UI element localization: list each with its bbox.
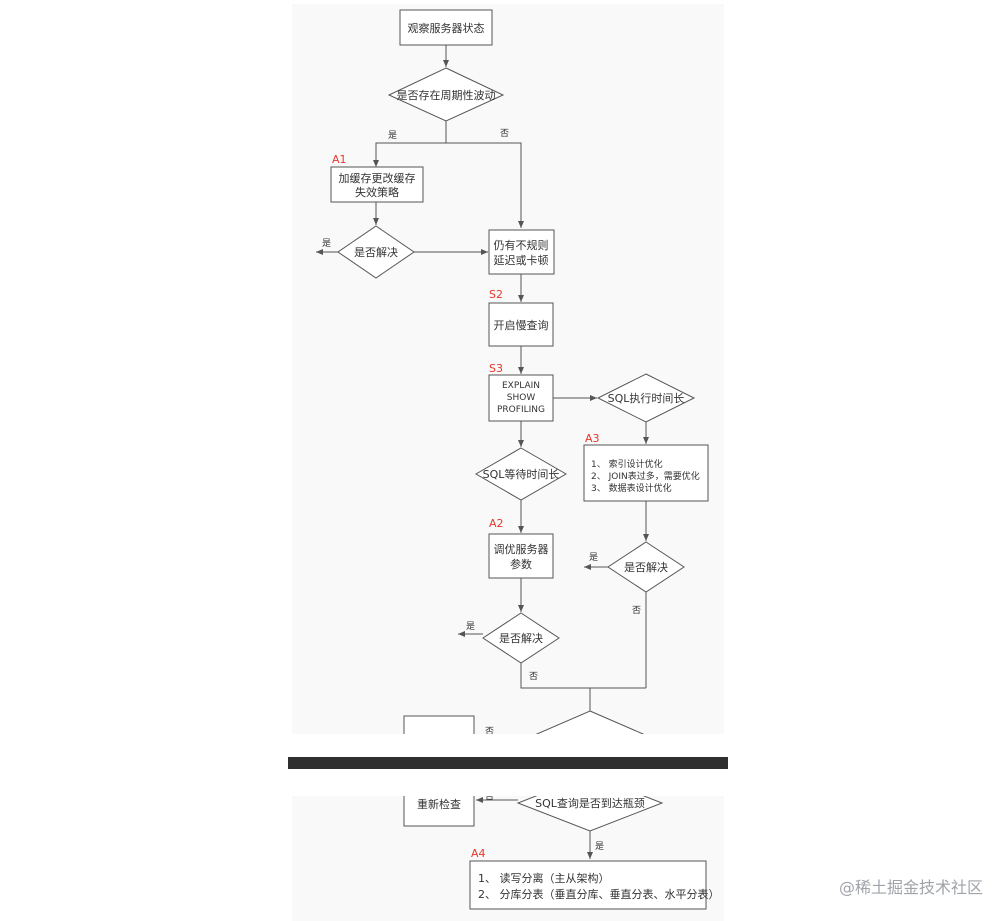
edge-label-no-a3: 否	[632, 605, 641, 616]
node-recheck[interactable]	[403, 780, 475, 827]
decision-sql-wait-text: SQL等待时间长	[483, 467, 560, 481]
page-break-bar	[288, 757, 728, 769]
decision-solved-a2-text: 是否解决	[499, 631, 543, 645]
edge-label-yes-bottleneck: 是	[595, 841, 604, 852]
node-cache-strategy-text-1: 加缓存更改缓存	[339, 171, 416, 185]
edge-label-no-periodic: 否	[500, 128, 509, 139]
edge-solved-a2-no	[520, 663, 646, 689]
node-irregular-text-2: 延迟或卡顿	[494, 253, 549, 267]
decision-bottleneck-top-part	[535, 710, 645, 734]
node-split-strategies[interactable]	[469, 860, 707, 910]
edge-label-no-bottleneck-top: 否	[485, 726, 494, 737]
node-optimization-item-1: 1、 索引设计优化	[591, 458, 663, 470]
edge-periodic-yes	[373, 121, 447, 167]
decision-sql-exec-text: SQL执行时间长	[608, 391, 685, 405]
step-label-s2: S2	[489, 288, 503, 301]
decision-bottleneck-text: SQL查询是否到达瓶颈	[535, 796, 645, 810]
edge-label-yes-a2: 是	[466, 621, 475, 632]
step-label-a1: A1	[332, 153, 347, 166]
node-optimization-item-2: 2、 JOIN表过多，需要优化	[591, 470, 700, 482]
node-explain-text-2: SHOW	[507, 393, 536, 403]
watermark-text: @稀土掘金技术社区	[839, 878, 983, 897]
edge-label-no-a2: 否	[529, 671, 538, 682]
node-recheck-top-part	[403, 715, 475, 734]
decision-solved-a1[interactable]	[337, 225, 415, 279]
node-explain-text-3: PROFILING	[497, 405, 545, 415]
step-label-a2: A2	[489, 517, 504, 530]
node-cache-strategy[interactable]	[330, 166, 424, 203]
edge-label-yes-a3: 是	[589, 552, 598, 563]
edge-label-no-bottleneck: 否	[485, 791, 494, 802]
node-explain-text-1: EXPLAIN	[502, 381, 540, 391]
node-tune-text-2: 参数	[510, 557, 532, 571]
node-optimization-list[interactable]	[583, 444, 709, 502]
node-cache-strategy-text-2: 失效策略	[355, 185, 399, 199]
node-tune-server-params[interactable]	[488, 533, 554, 579]
node-observe-server[interactable]	[399, 9, 493, 46]
step-label-a4: A4	[471, 847, 486, 860]
edge-periodic-no	[446, 142, 524, 228]
edge-label-yes-periodic: 是	[388, 130, 397, 141]
decision-periodic-text: 是否存在周期性波动	[397, 88, 496, 102]
node-tune-text-1: 调优服务器	[494, 543, 549, 556]
node-split-item-1: 1、 读写分离（主从架构）	[478, 871, 610, 885]
diagram-upper-panel	[292, 4, 724, 734]
step-label-a3: A3	[585, 432, 600, 445]
node-observe-server-text: 观察服务器状态	[408, 21, 485, 35]
decision-solved-a3-text: 是否解决	[624, 560, 668, 574]
edge-label-yes-a1: 是	[322, 238, 331, 249]
node-slow-query-text: 开启慢查询	[494, 318, 549, 332]
node-split-item-2: 2、 分库分表（垂直分库、垂直分表、水平分表）	[478, 887, 720, 901]
decision-solved-a1-text: 是否解决	[354, 245, 398, 259]
node-irregular-text-1: 仍有不规则	[494, 238, 549, 252]
step-label-s3: S3	[489, 362, 503, 375]
node-irregular-delay[interactable]	[488, 229, 555, 275]
node-recheck-text: 重新检查	[417, 797, 461, 811]
node-optimization-item-3: 3、 数据表设计优化	[591, 482, 672, 494]
